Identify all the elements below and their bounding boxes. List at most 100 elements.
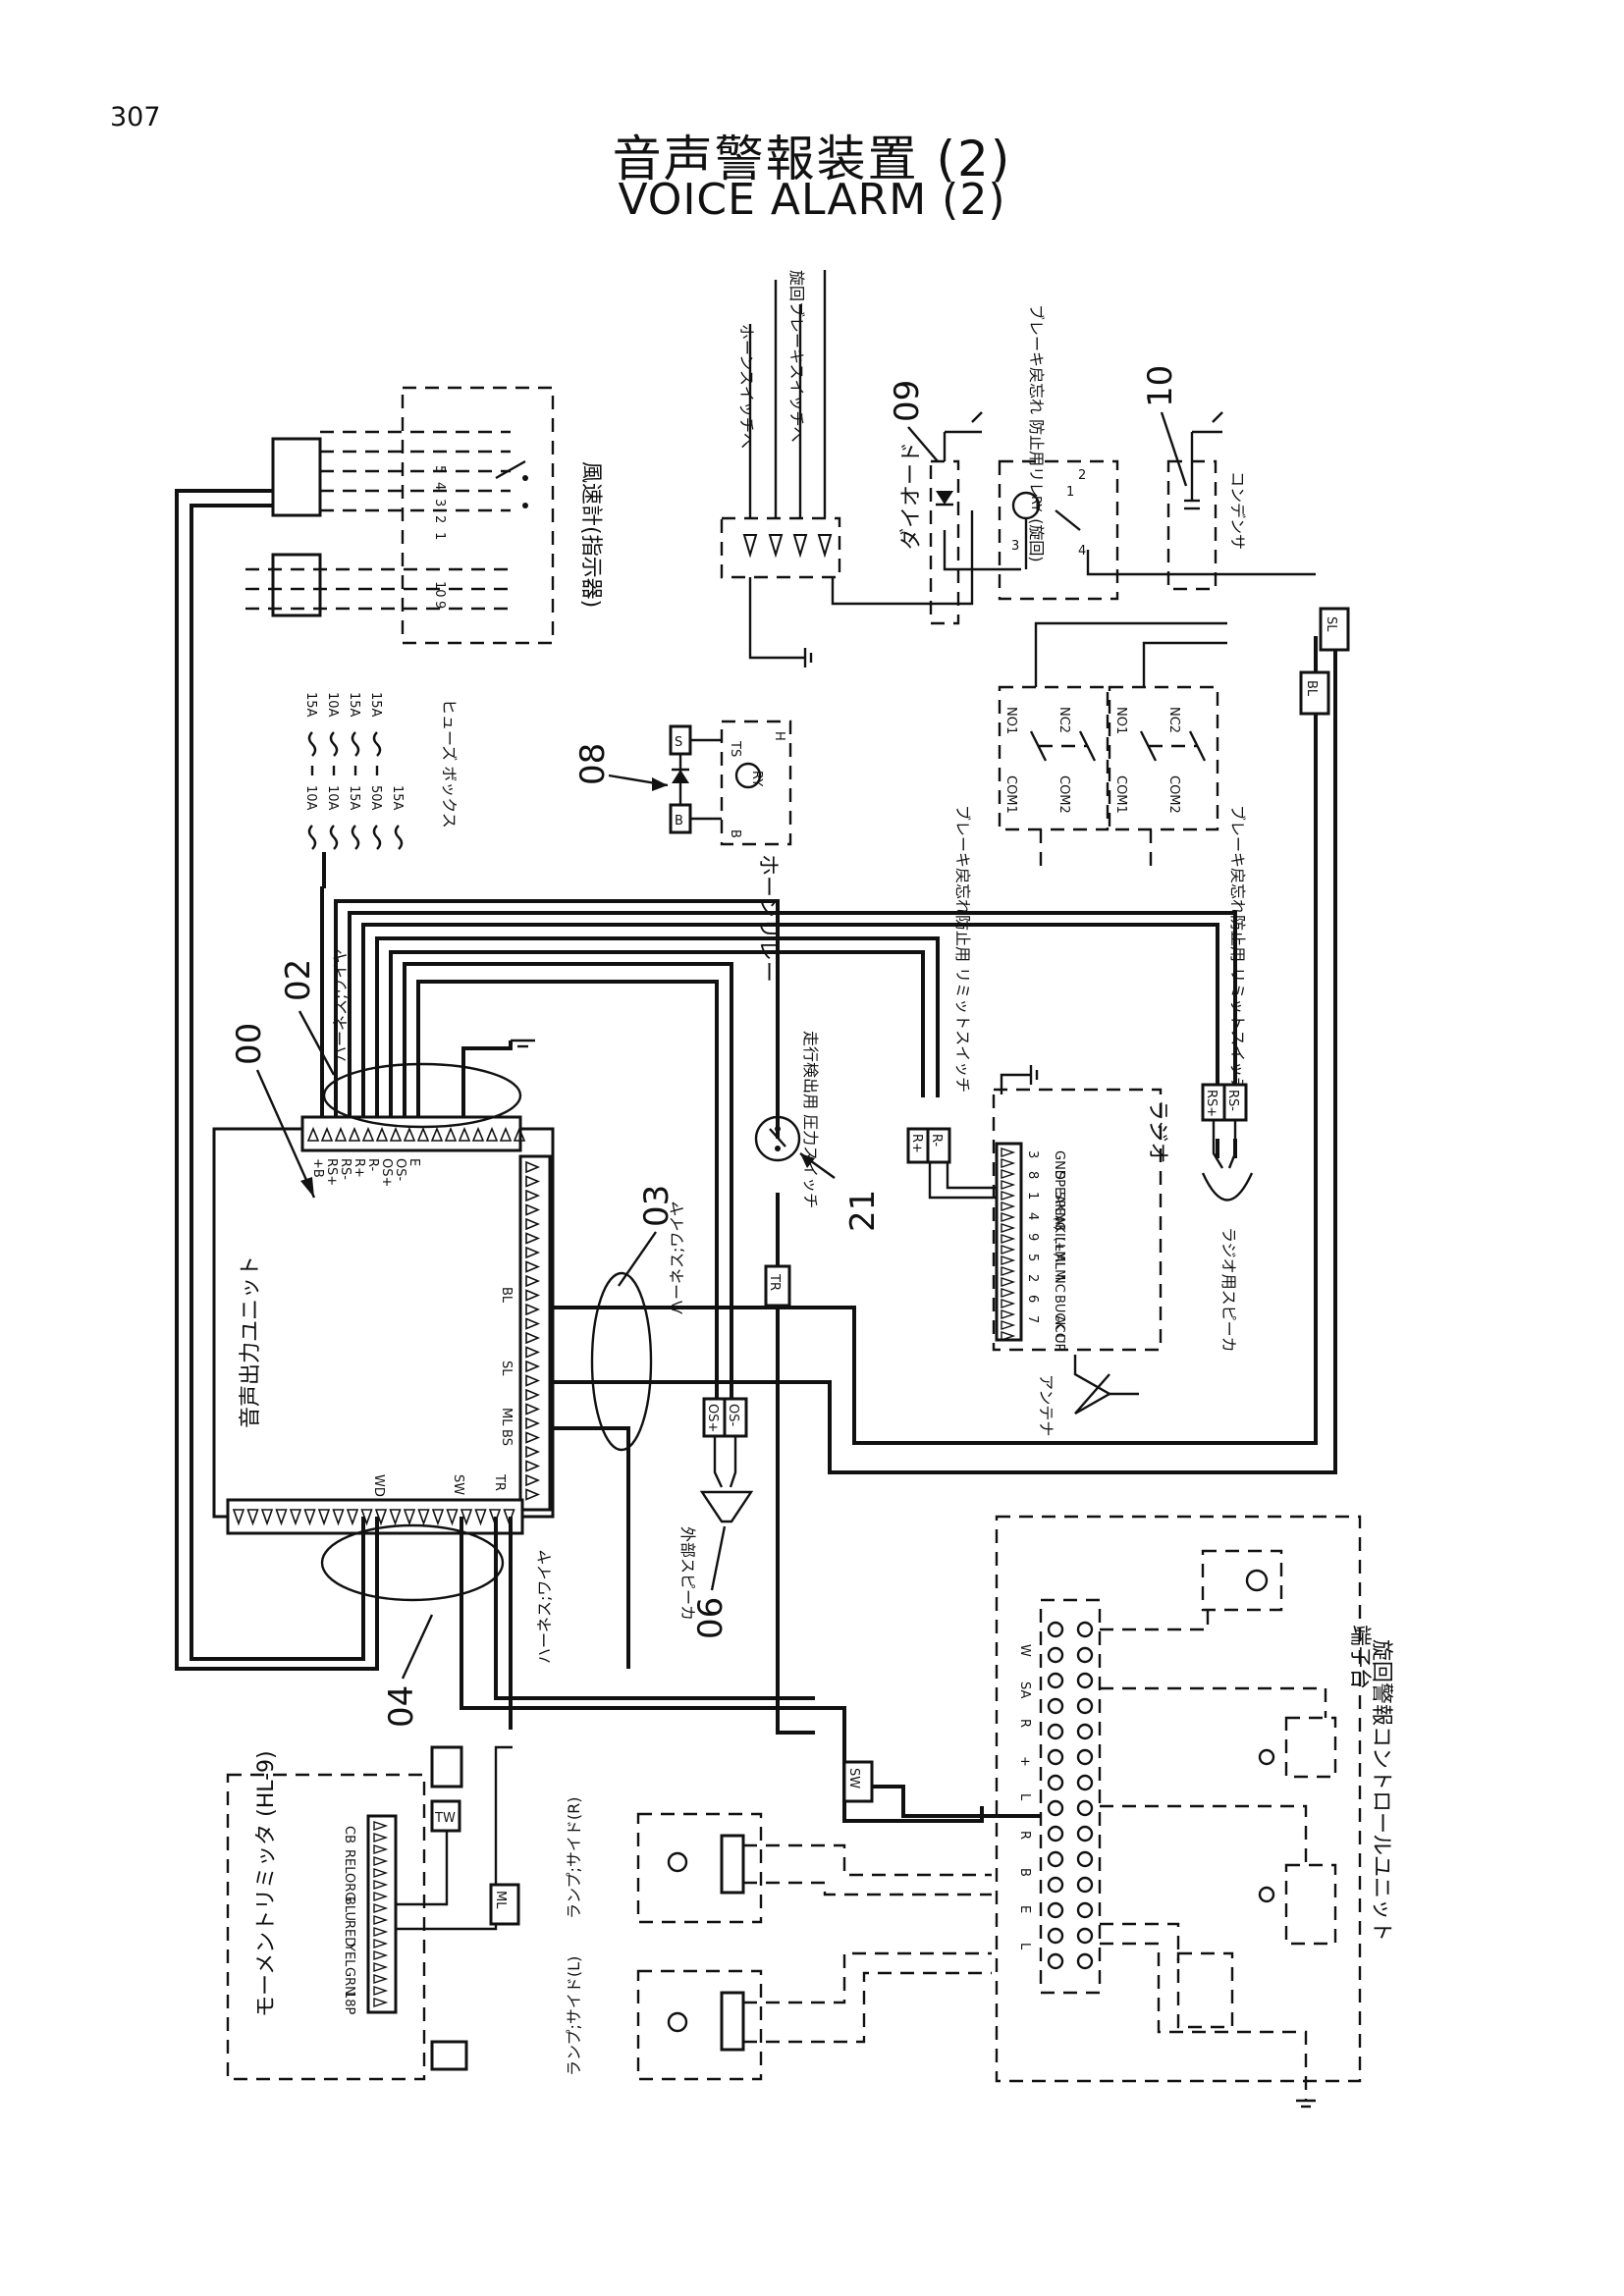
svg-text:端子台: 端子台 xyxy=(1347,1625,1372,1689)
bottom-pin xyxy=(446,1509,459,1526)
radio-pin xyxy=(1001,1201,1016,1211)
radio-pin-name: ALM xyxy=(1052,1254,1066,1280)
fuse-rating: 15A xyxy=(347,692,361,718)
callout-06: 06 xyxy=(691,1525,731,1639)
svg-text:10: 10 xyxy=(1141,365,1180,407)
horn-relay: S B RY TS B H ホーンリレー xyxy=(669,720,792,983)
radio-pin-name: SPEAK.(+) xyxy=(1052,1192,1066,1257)
svg-text:R+: R+ xyxy=(909,1134,924,1153)
svg-text:03: 03 xyxy=(637,1185,677,1227)
top-pin xyxy=(389,1126,403,1142)
svg-text:モーメントリミッタ (HL-9): モーメントリミッタ (HL-9) xyxy=(254,1750,279,2017)
moment-pin-label: 18P xyxy=(342,1991,356,2015)
top-pin xyxy=(348,1126,361,1142)
side-pin xyxy=(525,1203,541,1216)
fuse xyxy=(372,825,382,850)
svg-text:5: 5 xyxy=(432,465,447,473)
svg-text:10: 10 xyxy=(432,581,447,598)
fuse-rating: 10A xyxy=(325,785,340,811)
harness-04-loop xyxy=(320,1523,505,1602)
terminal-mark: R xyxy=(1017,1831,1032,1840)
bottom-pin xyxy=(389,1509,402,1526)
radio-pin xyxy=(1001,1331,1016,1341)
radio-pin-number: 2 xyxy=(1025,1274,1040,1282)
svg-text:ラジオ用スピーカ: ラジオ用スピーカ xyxy=(1219,1227,1238,1353)
svg-text:外部スピーカ: 外部スピーカ xyxy=(678,1526,697,1621)
tag-ml: ML xyxy=(489,1883,520,1926)
tag-rs-plus: RS+ xyxy=(1201,1083,1226,1122)
harness-03-loop xyxy=(590,1271,653,1452)
moment-pin xyxy=(373,1974,389,1984)
external-speaker: OS+ OS- 外部スピーカ xyxy=(678,1397,754,1621)
top-pin xyxy=(416,1126,430,1142)
bottom-pin xyxy=(431,1509,445,1526)
main-wiring xyxy=(175,489,1337,1823)
fuse xyxy=(307,825,317,850)
svg-text:旋回警報コントロールユニット: 旋回警報コントロールユニット xyxy=(1369,1639,1393,1942)
tag-os-minus: OS- xyxy=(723,1397,748,1438)
callout-02: 02 xyxy=(279,959,336,1076)
bottom-pin xyxy=(289,1509,302,1526)
callout-00: 00 xyxy=(230,1023,316,1199)
terminal xyxy=(1047,1748,1064,1766)
radio-pin-number: 5 xyxy=(1025,1254,1040,1261)
connector-pin xyxy=(768,534,784,559)
fuse xyxy=(307,731,317,757)
svg-text:02: 02 xyxy=(279,959,318,1001)
side-pin xyxy=(525,1388,541,1402)
svg-text:ブレーキ戻忘れ防止用 リミットスイッチ: ブレーキ戻忘れ防止用 リミットスイッチ xyxy=(953,805,972,1093)
top-pin xyxy=(471,1126,485,1142)
top-pin-label: OS+ xyxy=(379,1158,394,1187)
harness-02-label: ハーネス;ワイヤ xyxy=(331,947,350,1062)
harness-03-label: ハーネス;ワイヤ xyxy=(668,1201,686,1315)
svg-text:9: 9 xyxy=(432,601,447,609)
moment-pin-label: RED xyxy=(342,1920,356,1947)
terminal-mark: L xyxy=(1017,1793,1032,1801)
bottom-pin xyxy=(403,1509,416,1526)
connector-pin xyxy=(792,534,808,559)
side-pin-label: BL xyxy=(499,1287,514,1304)
radio-pin-number: 4 xyxy=(1025,1212,1040,1220)
svg-text:00: 00 xyxy=(230,1023,269,1065)
connector-pin xyxy=(817,534,833,559)
page-number: 307 xyxy=(110,102,161,133)
radio-pin-number: 6 xyxy=(1025,1295,1040,1303)
tag-tw: TW xyxy=(430,1799,461,1833)
side-pin xyxy=(525,1303,541,1316)
radio-speaker: RS+ RS- ラジオ用スピーカ xyxy=(1201,1083,1254,1353)
bottom-pin xyxy=(317,1509,331,1526)
svg-text:TS: TS xyxy=(728,740,742,757)
fuse xyxy=(329,825,339,850)
connector-pin xyxy=(742,534,758,559)
moment-pin xyxy=(373,1856,389,1866)
callout-21: 21 xyxy=(799,1152,883,1232)
top-pin-label: R+ xyxy=(352,1158,366,1178)
terminal xyxy=(1076,1774,1094,1791)
svg-text:R-: R- xyxy=(929,1134,944,1148)
side-pin xyxy=(525,1246,541,1259)
bottom-pin-label: SW xyxy=(451,1474,465,1495)
terminal xyxy=(1076,1748,1094,1766)
svg-text:09: 09 xyxy=(888,380,927,422)
bottom-pin xyxy=(260,1509,274,1526)
terminal-mark: + xyxy=(1017,1756,1032,1767)
svg-text:アンテナ: アンテナ xyxy=(1037,1374,1056,1436)
moment-pin xyxy=(373,1880,389,1890)
callout-08: 08 xyxy=(573,743,669,791)
top-pin-label: E xyxy=(406,1158,421,1166)
svg-text:ML: ML xyxy=(493,1891,508,1909)
bottom-pin xyxy=(246,1509,259,1526)
side-pin xyxy=(525,1260,541,1273)
limit-pin-label: COM2 xyxy=(1056,775,1071,814)
side-pin xyxy=(525,1189,541,1202)
side-pin xyxy=(525,1445,541,1459)
top-pin xyxy=(375,1126,389,1142)
radio-pin xyxy=(1001,1212,1016,1222)
svg-text:06: 06 xyxy=(691,1597,731,1639)
terminal xyxy=(1076,1876,1094,1894)
side-pin xyxy=(525,1217,541,1231)
radio-pin xyxy=(1001,1223,1016,1233)
anemometer: 風速計(指示器) 5 4 3 2 1 10 9 xyxy=(245,386,603,645)
